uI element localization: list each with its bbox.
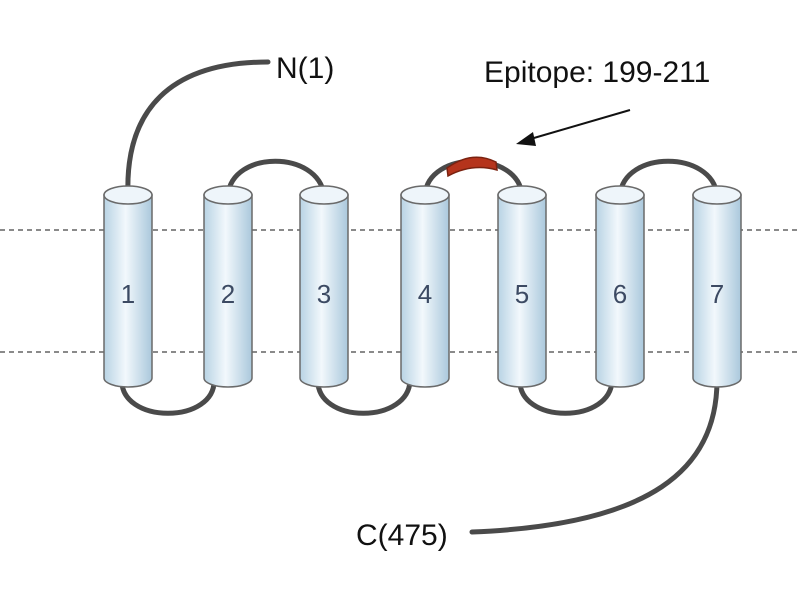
helix-7: 7 <box>692 185 742 388</box>
helix-cylinder-top <box>497 185 547 205</box>
helix-cylinder-body <box>203 194 253 388</box>
helix-cylinder-top <box>692 185 742 205</box>
helix-cylinder-body <box>103 194 153 388</box>
epitope-label: Epitope: 199-211 <box>484 56 710 89</box>
extracellular-loop-2-3 <box>225 158 327 198</box>
helix-cylinder-body <box>692 194 742 388</box>
helix-cylinder-top <box>400 185 450 205</box>
helix-number-label: 7 <box>710 279 724 309</box>
helix-6: 6 <box>595 185 645 388</box>
helix-cylinder-top <box>103 185 153 205</box>
n-terminus-tail <box>125 59 271 198</box>
helix-3: 3 <box>299 185 349 388</box>
helix-number-label: 1 <box>121 279 135 309</box>
c-terminus-label: C(475) <box>356 519 448 552</box>
helix-cylinder-body <box>299 194 349 388</box>
helix-cylinder-top <box>203 185 253 205</box>
intracellular-loop-5-6 <box>517 375 615 416</box>
c-terminus-tail <box>469 375 720 535</box>
helix-number-label: 4 <box>418 279 432 309</box>
helix-cylinder-body <box>400 194 450 388</box>
helix-1: 1 <box>103 185 153 388</box>
helix-cylinder-body <box>497 194 547 388</box>
n-terminus-label: N(1) <box>276 52 334 85</box>
helix-number-label: 3 <box>317 279 331 309</box>
helix-number-label: 5 <box>515 279 529 309</box>
helix-number-label: 2 <box>221 279 235 309</box>
epitope-arrow <box>526 109 631 141</box>
helix-cylinder-body <box>595 194 645 388</box>
intracellular-loop-3-4 <box>315 375 413 416</box>
epitope-arrowhead <box>516 132 536 146</box>
helix-cylinder-top <box>299 185 349 205</box>
helix-group: 1 2 3 4 5 6 7 <box>103 185 742 388</box>
helix-cylinder-top <box>595 185 645 205</box>
helix-number-label: 6 <box>613 279 627 309</box>
intracellular-loop-1-2 <box>119 375 217 416</box>
helix-5: 5 <box>497 185 547 388</box>
epitope-marker <box>446 156 498 178</box>
extracellular-loop-6-7 <box>617 158 720 198</box>
helix-4: 4 <box>400 185 450 388</box>
helix-2: 2 <box>203 185 253 388</box>
